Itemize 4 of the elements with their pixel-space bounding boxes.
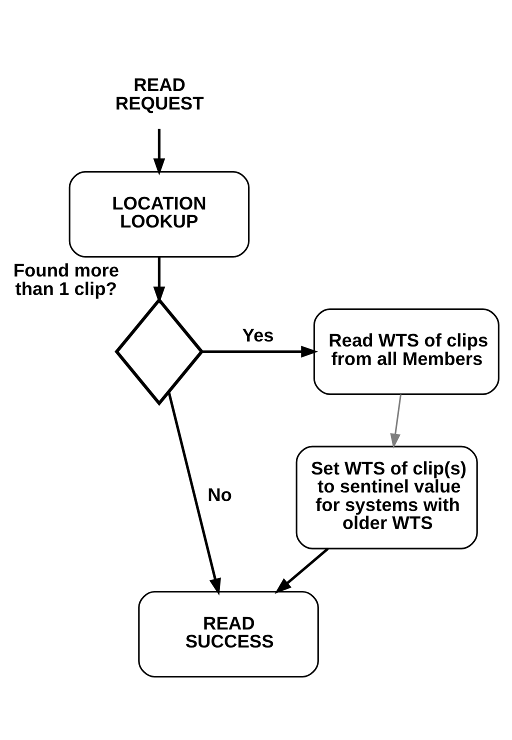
edge-label: Yes: [242, 324, 274, 346]
node-text: READ REQUEST: [115, 74, 204, 114]
edge-label: No: [208, 484, 232, 506]
node-label: Found more than 1 clip?: [13, 260, 120, 300]
